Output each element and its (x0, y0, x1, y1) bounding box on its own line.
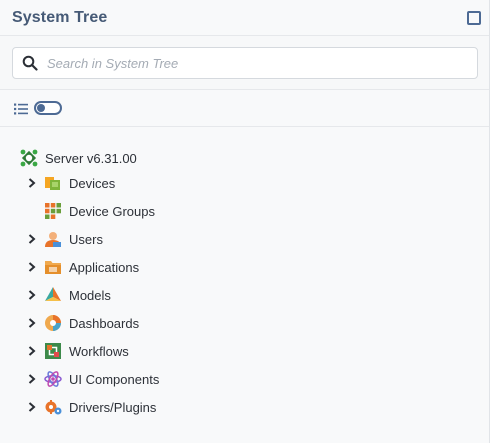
search-area (0, 36, 489, 90)
system-tree: Server v6.31.00 Devices (0, 127, 489, 421)
tree-item-label: Dashboards (69, 315, 140, 331)
search-input[interactable] (47, 49, 467, 77)
toggle-knob (37, 104, 45, 112)
view-toggle[interactable] (34, 101, 62, 115)
tree-item-users[interactable]: Users (0, 225, 489, 253)
users-icon (44, 230, 62, 248)
device-groups-icon (44, 202, 62, 220)
tree-item-workflows[interactable]: Workflows (0, 337, 489, 365)
chevron-right-icon[interactable] (24, 371, 40, 387)
chevron-right-icon[interactable] (24, 259, 40, 275)
panel-header: System Tree (0, 0, 489, 36)
chevron-right-icon[interactable] (24, 287, 40, 303)
chevron-right-icon[interactable] (24, 315, 40, 331)
search-icon (22, 55, 38, 71)
tree-item-ui-components[interactable]: UI Components (0, 365, 489, 393)
tree-root-server[interactable]: Server v6.31.00 (0, 147, 489, 169)
tree-item-label: UI Components (69, 371, 160, 387)
tree-item-label: Devices (69, 175, 116, 191)
tree-item-label: Applications (69, 259, 140, 275)
tree-item-label: Users (69, 231, 103, 247)
tree-item-label: Workflows (69, 343, 129, 359)
tree-item-dashboards[interactable]: Dashboards (0, 309, 489, 337)
chevron-right-icon[interactable] (24, 399, 40, 415)
tree-item-drivers-plugins[interactable]: Drivers/Plugins (0, 393, 489, 421)
devices-icon (44, 174, 62, 192)
tree-item-models[interactable]: Models (0, 281, 489, 309)
chevron-right-icon[interactable] (24, 231, 40, 247)
tree-root-label: Server v6.31.00 (45, 150, 137, 166)
panel-title: System Tree (12, 8, 108, 26)
chevron-right-icon[interactable] (24, 175, 40, 191)
tree-toolbar (0, 90, 489, 127)
tree-item-devices[interactable]: Devices (0, 169, 489, 197)
workflows-icon (44, 342, 62, 360)
search-box[interactable] (12, 47, 478, 79)
ui-components-icon (44, 370, 62, 388)
tree-item-label: Models (69, 287, 111, 303)
dashboards-icon (44, 314, 62, 332)
maximize-icon[interactable] (467, 10, 481, 25)
tree-item-applications[interactable]: Applications (0, 253, 489, 281)
server-icon (20, 149, 38, 167)
tree-item-device-groups[interactable]: Device Groups (0, 197, 489, 225)
models-icon (44, 286, 62, 304)
chevron-spacer (24, 203, 40, 219)
applications-icon (44, 258, 62, 276)
list-view-icon[interactable] (14, 102, 28, 115)
tree-item-label: Device Groups (69, 203, 155, 219)
drivers-plugins-icon (44, 398, 62, 416)
tree-item-label: Drivers/Plugins (69, 399, 157, 415)
chevron-right-icon[interactable] (24, 343, 40, 359)
